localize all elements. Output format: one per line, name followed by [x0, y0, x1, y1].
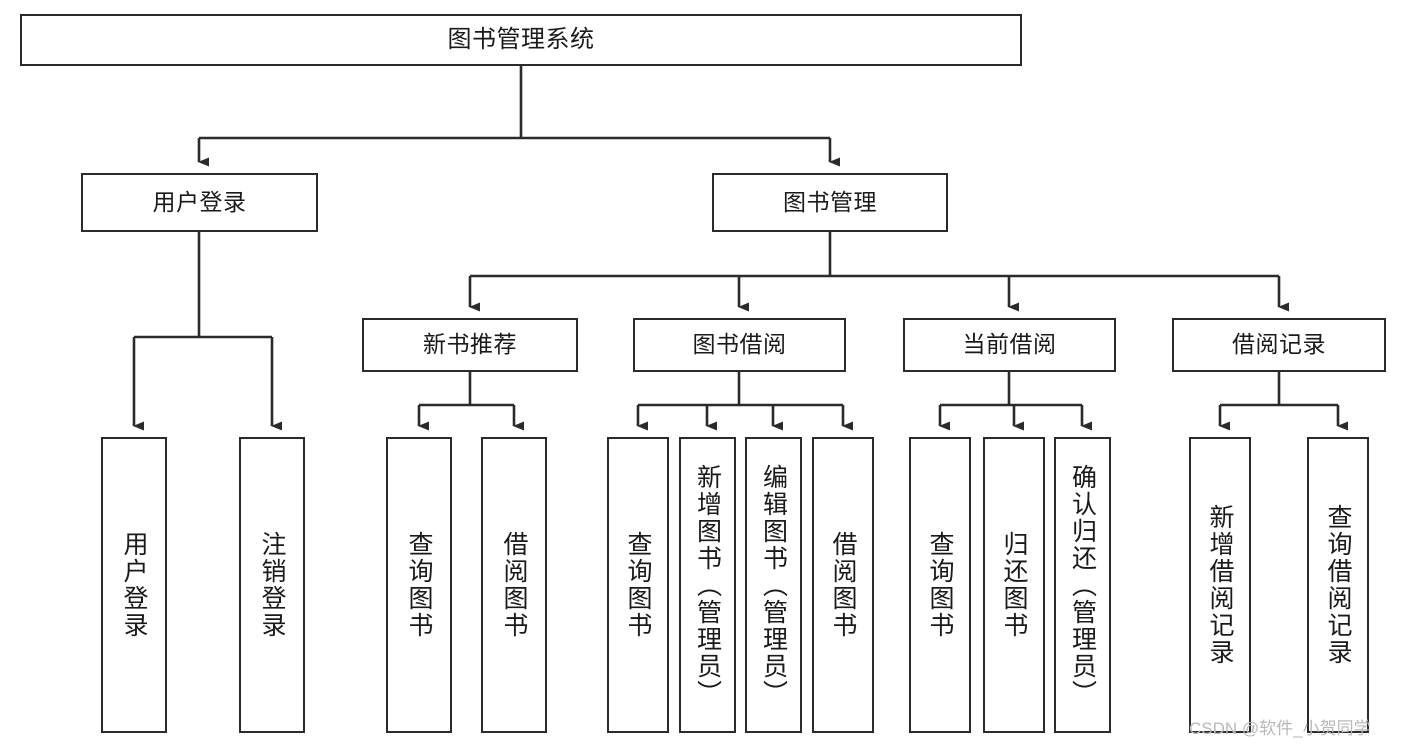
node-leaf-query-book-3[interactable]: 查询图书 [909, 437, 971, 733]
node-root[interactable]: 图书管理系统 [20, 14, 1022, 66]
node-book-management-label: 图书管理 [783, 188, 877, 215]
node-user-login[interactable]: 用户登录 [81, 173, 318, 232]
node-leaf-add-book-label: 新增图书（管理员） [693, 463, 722, 707]
node-book-borrow[interactable]: 图书借阅 [633, 318, 846, 372]
node-leaf-logout[interactable]: 注销登录 [239, 437, 305, 733]
node-user-login-label: 用户登录 [152, 188, 247, 215]
node-leaf-user-login-label: 用户登录 [120, 531, 148, 639]
node-leaf-add-record-label: 新增借阅记录 [1206, 504, 1234, 666]
node-leaf-confirm-return[interactable]: 确认归还（管理员） [1054, 437, 1111, 733]
node-book-management[interactable]: 图书管理 [712, 173, 948, 232]
node-leaf-user-login[interactable]: 用户登录 [101, 437, 167, 733]
node-book-borrow-label: 图书借阅 [692, 331, 787, 358]
node-leaf-logout-label: 注销登录 [258, 531, 286, 639]
node-leaf-return-book[interactable]: 归还图书 [983, 437, 1045, 733]
node-borrow-record[interactable]: 借阅记录 [1172, 318, 1386, 372]
node-leaf-add-record[interactable]: 新增借阅记录 [1189, 437, 1251, 733]
watermark: CSDN @软件_小贺同学 [1189, 719, 1371, 738]
node-leaf-edit-book-label: 编辑图书（管理员） [759, 463, 788, 707]
node-new-book-recommend[interactable]: 新书推荐 [362, 318, 578, 372]
node-current-borrow-label: 当前借阅 [962, 331, 1057, 358]
node-leaf-query-book-1[interactable]: 查询图书 [386, 437, 452, 733]
node-leaf-borrow-book-2-label: 借阅图书 [829, 531, 857, 639]
node-leaf-query-book-3-label: 查询图书 [926, 531, 954, 639]
node-leaf-query-book-2-label: 查询图书 [624, 531, 652, 639]
node-leaf-borrow-book-1-label: 借阅图书 [500, 531, 528, 639]
node-leaf-query-book-2[interactable]: 查询图书 [607, 437, 669, 733]
node-leaf-add-book[interactable]: 新增图书（管理员） [679, 437, 736, 733]
node-leaf-query-record[interactable]: 查询借阅记录 [1307, 437, 1369, 733]
node-leaf-query-record-label: 查询借阅记录 [1324, 504, 1352, 666]
node-new-book-recommend-label: 新书推荐 [423, 331, 517, 358]
node-current-borrow[interactable]: 当前借阅 [903, 318, 1116, 372]
node-leaf-borrow-book-2[interactable]: 借阅图书 [812, 437, 874, 733]
node-leaf-query-book-1-label: 查询图书 [405, 531, 433, 639]
node-root-label: 图书管理系统 [447, 25, 595, 53]
node-leaf-edit-book[interactable]: 编辑图书（管理员） [745, 437, 802, 733]
node-borrow-record-label: 借阅记录 [1232, 331, 1326, 358]
node-leaf-borrow-book-1[interactable]: 借阅图书 [481, 437, 547, 733]
node-leaf-confirm-return-label: 确认归还（管理员） [1068, 463, 1097, 707]
node-leaf-return-book-label: 归还图书 [1000, 531, 1028, 639]
